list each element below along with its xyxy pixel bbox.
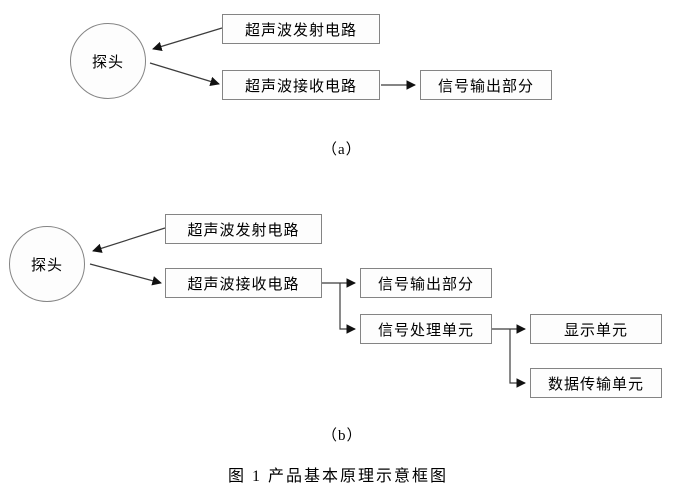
receive-circuit-label-b: 超声波接收电路 bbox=[187, 276, 300, 293]
signal-processor-label-b: 信号处理单元 bbox=[377, 322, 474, 339]
figure-caption: 图 1 产品基本原理示意框图 bbox=[227, 468, 448, 485]
probe-node-a: 探头 bbox=[70, 23, 146, 99]
data-transfer-unit-label-b: 数据传输单元 bbox=[547, 376, 644, 393]
transmit-circuit-label-a: 超声波发射电路 bbox=[244, 22, 357, 39]
receive-circuit-box-b: 超声波接收电路 bbox=[165, 268, 322, 298]
signal-processor-box-b: 信号处理单元 bbox=[360, 314, 492, 344]
probe-label-a: 探头 bbox=[91, 54, 124, 71]
signal-output-label-b: 信号输出部分 bbox=[377, 276, 474, 293]
display-unit-box-b: 显示单元 bbox=[530, 314, 662, 344]
diagram-b-label: （b） bbox=[322, 428, 363, 444]
data-transfer-unit-box-b: 数据传输单元 bbox=[530, 368, 662, 398]
transmit-circuit-box-a: 超声波发射电路 bbox=[222, 14, 380, 44]
receive-circuit-label-a: 超声波接收电路 bbox=[244, 78, 357, 95]
diagram-a-label: （a） bbox=[322, 142, 362, 158]
probe-node-b: 探头 bbox=[9, 226, 85, 302]
transmit-circuit-box-b: 超声波发射电路 bbox=[165, 214, 322, 244]
signal-output-label-a: 信号输出部分 bbox=[437, 78, 534, 95]
display-unit-label-b: 显示单元 bbox=[563, 322, 628, 339]
receive-circuit-box-a: 超声波接收电路 bbox=[222, 70, 380, 100]
signal-output-box-a: 信号输出部分 bbox=[420, 70, 552, 100]
transmit-circuit-label-b: 超声波发射电路 bbox=[187, 222, 300, 239]
signal-output-box-b: 信号输出部分 bbox=[360, 268, 492, 298]
probe-label-b: 探头 bbox=[30, 257, 63, 274]
